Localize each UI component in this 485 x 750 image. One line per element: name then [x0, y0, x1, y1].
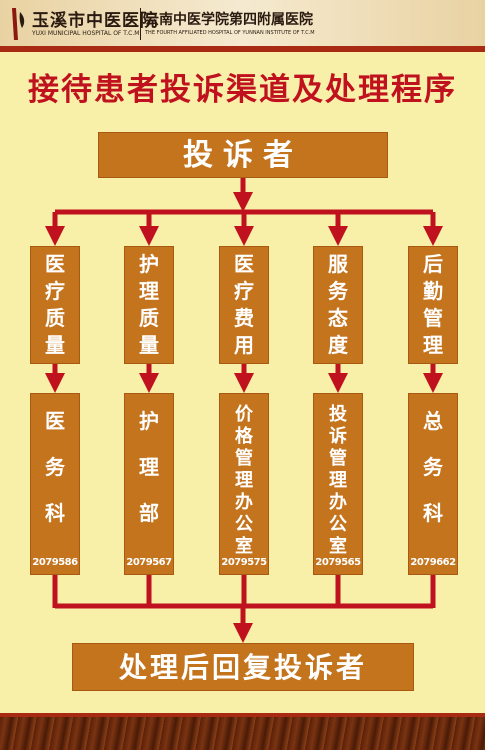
- char: 护: [139, 409, 159, 433]
- category-label: 医疗质量: [45, 251, 65, 359]
- char: 度: [328, 333, 348, 357]
- header-banner: 玉溪市中医医院 YUXI MUNICIPAL HOSPITAL OF T.C.M…: [0, 0, 485, 52]
- category-box: 医疗质量: [30, 246, 80, 364]
- char: 投: [329, 404, 347, 425]
- char: 科: [423, 501, 443, 525]
- char: 服: [328, 252, 348, 276]
- department-box: 医务科 2079586: [30, 393, 80, 575]
- char: 疗: [234, 279, 254, 303]
- page-title: 接待患者投诉渠道及处理程序: [28, 72, 457, 108]
- char: 医: [234, 252, 254, 276]
- department-phone: 2079567: [126, 557, 172, 568]
- char: 务: [328, 279, 348, 303]
- category-box: 护理质量: [124, 246, 174, 364]
- char: 勤: [423, 279, 443, 303]
- hospital-name: 玉溪市中医医院: [32, 11, 158, 31]
- char: 价: [235, 404, 253, 425]
- complainant-box: 投诉者: [98, 132, 388, 178]
- char: 管: [423, 306, 443, 330]
- char: 诉: [329, 426, 347, 447]
- char: 理: [235, 470, 253, 491]
- hospital-logo-icon: [12, 8, 25, 40]
- category-box: 后勤管理: [408, 246, 458, 364]
- category-label: 后勤管理: [423, 251, 443, 359]
- char: 室: [235, 536, 253, 557]
- category-label: 服务态度: [328, 251, 348, 359]
- char: 护: [139, 252, 159, 276]
- char: 总: [423, 409, 443, 433]
- char: 理: [139, 455, 159, 479]
- department-name: 价格管理办公室: [235, 404, 253, 558]
- char: 理: [139, 279, 159, 303]
- char: 质: [45, 306, 65, 330]
- char: 费: [234, 306, 254, 330]
- header-divider: [140, 8, 141, 40]
- department-box: 总务科 2079662: [408, 393, 458, 575]
- char: 公: [329, 514, 347, 535]
- department-name: 护理部: [139, 398, 159, 536]
- result-box: 处理后回复投诉者: [72, 643, 414, 691]
- char: 后: [423, 252, 443, 276]
- char: 管: [329, 448, 347, 469]
- department-phone: 2079575: [221, 557, 267, 568]
- char: 疗: [45, 279, 65, 303]
- char: 办: [329, 492, 347, 513]
- department-name: 总务科: [423, 398, 443, 536]
- char: 用: [234, 333, 254, 357]
- char: 质: [139, 306, 159, 330]
- char: 量: [45, 333, 65, 357]
- char: 室: [329, 536, 347, 557]
- char: 科: [45, 501, 65, 525]
- category-label: 护理质量: [139, 251, 159, 359]
- affiliate-name: 云南中医学院第四附属医院: [145, 12, 313, 28]
- char: 医: [45, 409, 65, 433]
- category-box: 医疗费用: [219, 246, 269, 364]
- char: 部: [139, 501, 159, 525]
- hospital-name-en: YUXI MUNICIPAL HOSPITAL OF T.C.M: [32, 30, 140, 37]
- char: 量: [139, 333, 159, 357]
- department-phone: 2079565: [315, 557, 361, 568]
- char: 务: [423, 455, 443, 479]
- char: 理: [329, 470, 347, 491]
- department-box: 护理部 2079567: [124, 393, 174, 575]
- char: 医: [45, 252, 65, 276]
- category-box: 服务态度: [313, 246, 363, 364]
- char: 公: [235, 514, 253, 535]
- department-name: 投诉管理办公室: [329, 404, 347, 558]
- char: 管: [235, 448, 253, 469]
- department-name: 医务科: [45, 398, 65, 536]
- affiliate-name-en: THE FOURTH AFFILIATED HOSPITAL OF YUNNAN…: [145, 30, 315, 36]
- bottom-border: [0, 713, 485, 750]
- char: 格: [235, 426, 253, 447]
- char: 态: [328, 306, 348, 330]
- char: 理: [423, 333, 443, 357]
- char: 办: [235, 492, 253, 513]
- department-phone: 2079586: [32, 557, 78, 568]
- department-phone: 2079662: [410, 557, 456, 568]
- char: 务: [45, 455, 65, 479]
- category-label: 医疗费用: [234, 251, 254, 359]
